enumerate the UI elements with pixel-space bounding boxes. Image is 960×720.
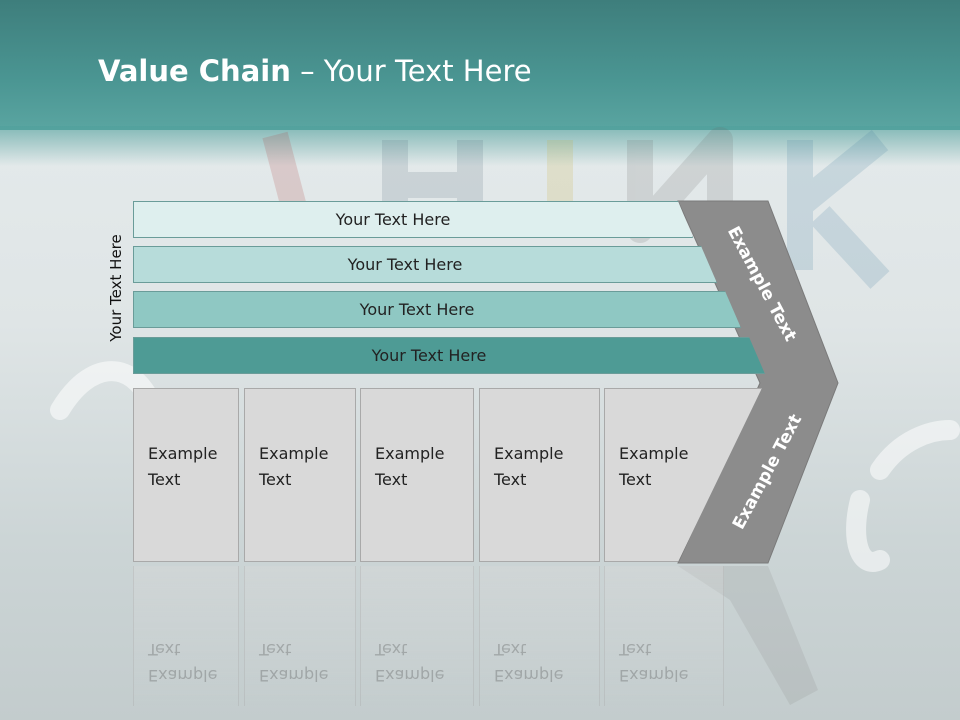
cell-reflection-5-text: Example Text: [619, 640, 689, 685]
example-cell-2-text: Example Text: [259, 444, 329, 489]
value-row-3-label: Your Text Here: [359, 300, 475, 319]
cell-reflection-3: Example Text: [360, 566, 474, 706]
cell-reflection-1: Example Text: [133, 566, 239, 706]
example-cell-2[interactable]: Example Text: [244, 388, 356, 562]
cell-reflection-2-text: Example Text: [259, 640, 329, 685]
chevron-arrow-reflection: [678, 566, 818, 705]
value-row-2-label: Your Text Here: [347, 255, 463, 274]
cell-reflection-5: Example Text: [604, 566, 724, 706]
cell-reflection-4: Example Text: [479, 566, 600, 706]
cell-reflection-1-text: Example Text: [148, 640, 218, 685]
value-row-3[interactable]: Your Text Here: [133, 291, 741, 328]
value-row-4-label: Your Text Here: [371, 346, 487, 365]
cell-reflection-3-text: Example Text: [375, 640, 445, 685]
example-cell-1[interactable]: Example Text: [133, 388, 239, 562]
example-cell-3-text: Example Text: [375, 444, 445, 489]
example-cell-3[interactable]: Example Text: [360, 388, 474, 562]
header-fade: [0, 126, 960, 166]
cell-reflection-2: Example Text: [244, 566, 356, 706]
chevron-arrow-shape: [677, 200, 839, 564]
header-band: [0, 0, 960, 130]
example-cell-4[interactable]: Example Text: [479, 388, 600, 562]
example-cell-1-text: Example Text: [148, 444, 218, 489]
cell-reflection-4-text: Example Text: [494, 640, 564, 685]
value-row-2[interactable]: Your Text Here: [133, 246, 717, 283]
example-cell-4-text: Example Text: [494, 444, 564, 489]
value-row-1[interactable]: Your Text Here: [133, 201, 693, 238]
value-row-4[interactable]: Your Text Here: [133, 337, 765, 374]
example-cell-5-text: Example Text: [619, 444, 689, 489]
value-row-1-label: Your Text Here: [335, 210, 451, 229]
slide-title: Value Chain – Your Text Here: [98, 54, 532, 88]
